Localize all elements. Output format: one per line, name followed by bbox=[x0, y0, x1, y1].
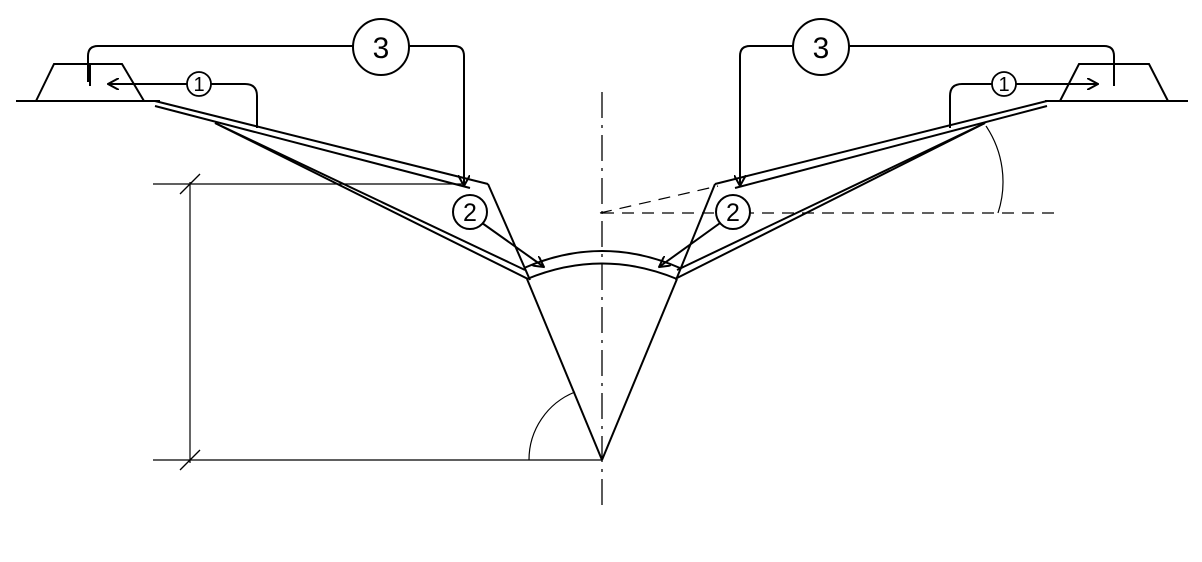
dimension-lines bbox=[153, 173, 602, 471]
bottom-angle-arc bbox=[528, 391, 576, 461]
callout-3-left: 3 bbox=[87, 18, 464, 186]
label-1-right: 1 bbox=[998, 74, 1009, 96]
label-3-right: 3 bbox=[813, 32, 830, 65]
callout-1-right: 1 bbox=[949, 71, 1098, 128]
callout-1-left: 1 bbox=[108, 71, 258, 128]
right-wing-structure bbox=[674, 100, 1048, 281]
label-1-left: 1 bbox=[193, 74, 204, 96]
callout-3-right: 3 bbox=[740, 18, 1115, 186]
label-2-left: 2 bbox=[463, 199, 477, 227]
left-anchor-block bbox=[35, 63, 145, 102]
callout-2-left: 2 bbox=[452, 194, 544, 267]
label-2-right: 2 bbox=[726, 199, 740, 227]
label-3-left: 3 bbox=[373, 32, 390, 65]
right-angle-reference bbox=[599, 125, 1055, 214]
central-v-wedge bbox=[526, 278, 678, 461]
left-wing-structure bbox=[154, 100, 531, 281]
callout-2-right: 2 bbox=[659, 194, 751, 267]
